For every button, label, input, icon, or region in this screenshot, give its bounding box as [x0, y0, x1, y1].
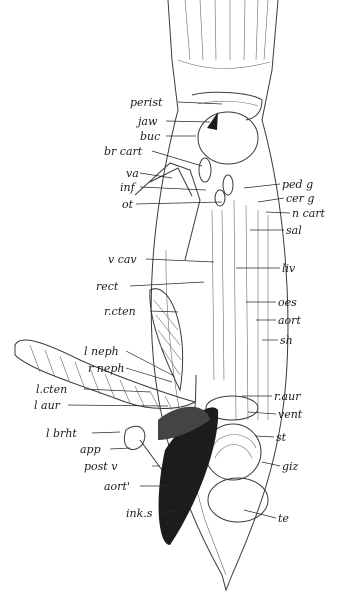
label-lneph: l neph: [84, 345, 119, 358]
label-buc: buc: [140, 130, 160, 143]
stomach: [208, 478, 268, 522]
label-aort: aort: [278, 314, 301, 327]
label-inf: inf: [120, 181, 137, 194]
label-laur: l aur: [34, 399, 61, 412]
label-postv: post v: [84, 460, 118, 473]
label-brcart: br cart: [104, 145, 143, 158]
label-cerg: cer g: [286, 192, 314, 205]
label-sal: sal: [286, 224, 302, 237]
label-ncart: n cart: [292, 207, 326, 220]
label-raur: r.aur: [274, 390, 301, 403]
label-pedg: ped g: [282, 178, 313, 191]
label-perist: perist: [130, 96, 163, 109]
label-rcten: r.cten: [104, 305, 136, 318]
label-rneph: r neph: [88, 362, 124, 375]
label-aort2: aort': [104, 480, 130, 493]
label-rect: rect: [96, 280, 119, 293]
label-vent: vent: [278, 408, 303, 421]
label-va: va: [126, 167, 139, 180]
funnel-region: [135, 158, 233, 380]
label-ot: ot: [122, 198, 134, 211]
label-app: app: [80, 443, 101, 456]
label-lcten: l.cten: [36, 383, 67, 396]
liver-oes: [234, 200, 268, 420]
label-liv: liv: [282, 262, 296, 275]
label-vcav: v cav: [108, 253, 137, 266]
label-sh: sh: [280, 334, 293, 347]
label-inks: ink.s: [126, 507, 153, 520]
label-te: te: [278, 512, 289, 525]
label-lbrht: l brht: [46, 427, 77, 440]
label-oes: oes: [278, 296, 297, 309]
label-st: st: [276, 431, 287, 444]
label-giz: giz: [282, 460, 299, 473]
label-jaw: jaw: [135, 115, 158, 128]
